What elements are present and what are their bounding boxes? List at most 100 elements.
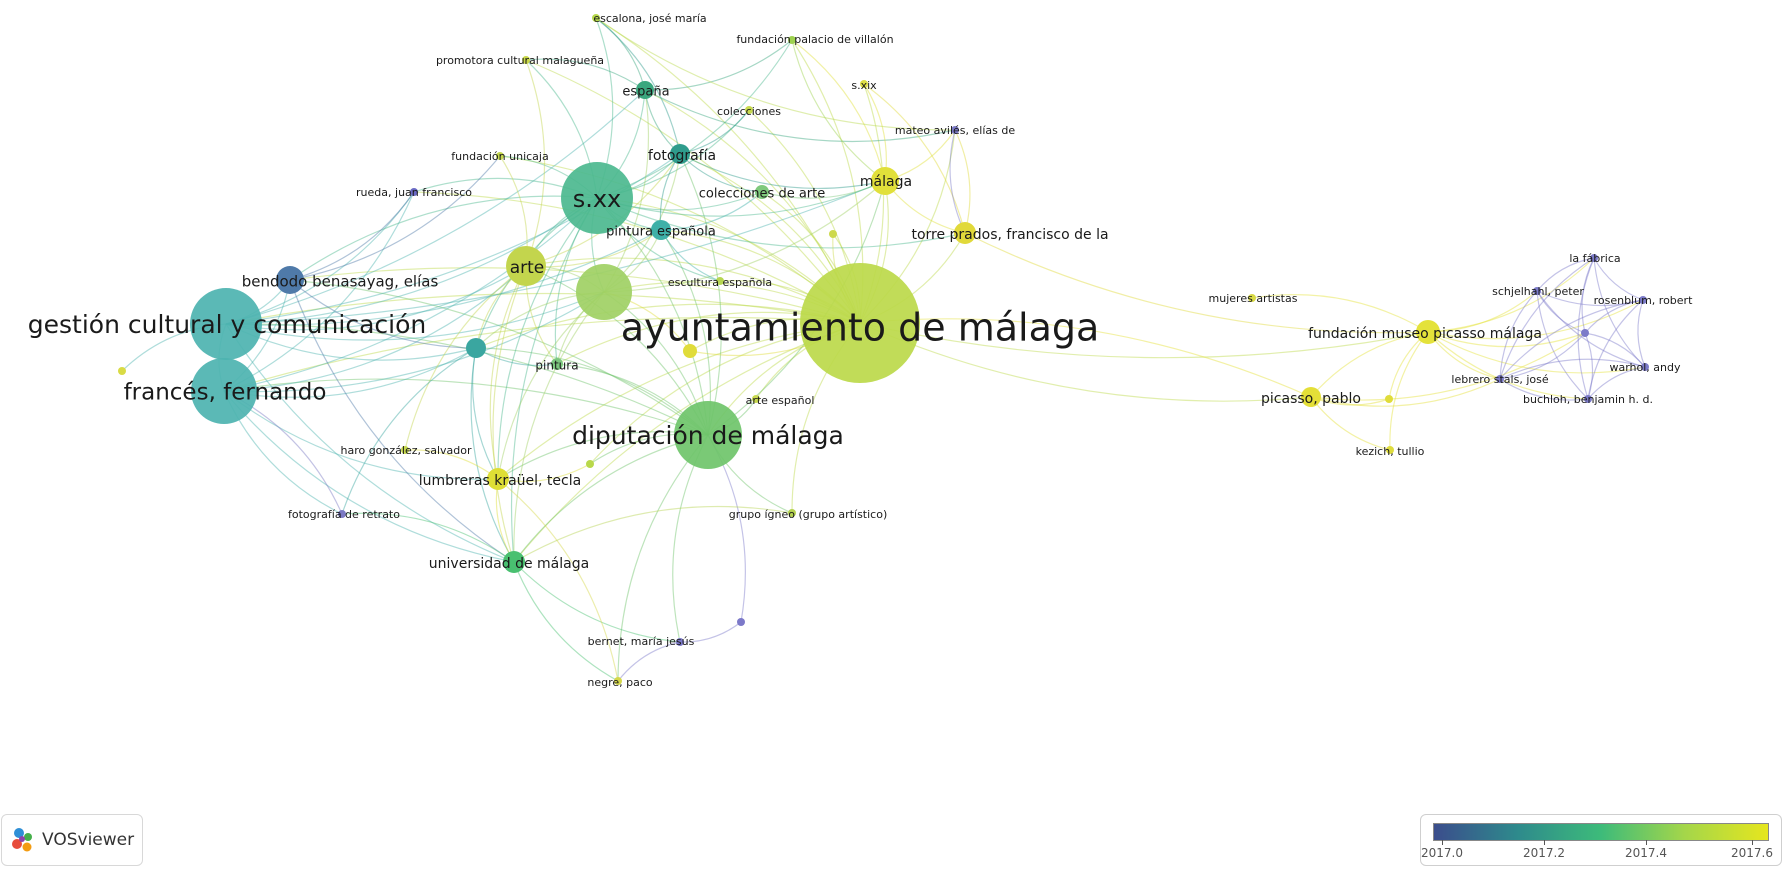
network-node[interactable] bbox=[522, 56, 530, 64]
node-label[interactable]: kezich, tullio bbox=[1356, 445, 1425, 458]
node-label[interactable]: rueda, juan francisco bbox=[356, 186, 472, 199]
network-link bbox=[223, 390, 515, 563]
node-label[interactable]: arte bbox=[510, 258, 545, 278]
network-node[interactable] bbox=[1590, 254, 1598, 262]
network-node[interactable] bbox=[410, 188, 418, 196]
network-node[interactable] bbox=[951, 126, 959, 134]
node-label[interactable]: fundación palacio de villalón bbox=[736, 33, 893, 46]
node-label[interactable]: promotora cultural malagueña bbox=[436, 54, 604, 67]
node-label[interactable]: torre prados, francisco de la bbox=[911, 227, 1108, 243]
network-node[interactable] bbox=[576, 264, 632, 320]
network-node[interactable] bbox=[586, 460, 594, 468]
node-label[interactable]: colecciones de arte bbox=[699, 187, 826, 202]
node-label[interactable]: ayuntamiento de málaga bbox=[621, 306, 1100, 350]
network-node[interactable] bbox=[755, 185, 769, 199]
network-node[interactable] bbox=[1639, 296, 1647, 304]
network-node[interactable] bbox=[1386, 446, 1394, 454]
network-node[interactable] bbox=[1416, 320, 1440, 344]
network-node[interactable] bbox=[338, 510, 346, 518]
node-label[interactable]: arte español bbox=[746, 394, 815, 407]
node-label[interactable]: diputación de málaga bbox=[572, 421, 844, 450]
node-label[interactable]: schjelhahl, peter bbox=[1492, 285, 1584, 298]
network-node[interactable] bbox=[676, 638, 684, 646]
network-link bbox=[1427, 331, 1586, 348]
network-node[interactable] bbox=[496, 152, 504, 160]
network-node[interactable] bbox=[670, 144, 690, 164]
node-label[interactable]: málaga bbox=[860, 174, 912, 190]
network-node[interactable] bbox=[674, 401, 742, 469]
network-node[interactable] bbox=[503, 551, 525, 573]
network-node[interactable] bbox=[190, 288, 262, 360]
node-label[interactable]: universidad de málaga bbox=[429, 556, 589, 572]
node-label[interactable]: s.xx bbox=[573, 185, 622, 213]
node-label[interactable]: escalona, josé maría bbox=[593, 12, 706, 25]
network-link bbox=[1584, 299, 1644, 334]
network-link bbox=[223, 347, 477, 398]
node-label[interactable]: gestión cultural y comunicación bbox=[28, 310, 426, 339]
network-node[interactable] bbox=[118, 367, 126, 375]
network-node[interactable] bbox=[651, 220, 671, 240]
network-node[interactable] bbox=[737, 618, 745, 626]
network-link bbox=[1584, 332, 1646, 368]
node-label[interactable]: lebrero stals, josé bbox=[1451, 373, 1548, 386]
network-node[interactable] bbox=[401, 446, 409, 454]
node-label[interactable]: negre, paco bbox=[587, 676, 653, 689]
node-label[interactable]: buchloh, benjamin h. d. bbox=[1523, 393, 1653, 406]
network-node[interactable] bbox=[1641, 363, 1649, 371]
network-node[interactable] bbox=[1584, 395, 1592, 403]
node-label[interactable]: colecciones bbox=[717, 105, 781, 118]
network-node[interactable] bbox=[954, 222, 976, 244]
node-label[interactable]: la fábrica bbox=[1569, 252, 1620, 265]
network-node[interactable] bbox=[829, 230, 837, 238]
node-label[interactable]: haro gonzález, salvador bbox=[340, 444, 472, 457]
network-node[interactable] bbox=[614, 677, 622, 685]
node-label[interactable]: s.xix bbox=[851, 79, 877, 92]
network-node[interactable] bbox=[1533, 287, 1541, 295]
node-label[interactable]: bernet, maría jesús bbox=[588, 635, 695, 648]
network-node[interactable] bbox=[752, 395, 760, 403]
node-label[interactable]: rosenblum, robert bbox=[1594, 294, 1693, 307]
network-node[interactable] bbox=[683, 344, 697, 358]
network-node[interactable] bbox=[800, 263, 920, 383]
network-node[interactable] bbox=[191, 358, 257, 424]
network-node[interactable] bbox=[716, 277, 724, 285]
network-link bbox=[1251, 294, 1429, 333]
network-node[interactable] bbox=[1496, 375, 1504, 383]
node-label[interactable]: lumbreras kraüel, tecla bbox=[419, 473, 581, 489]
network-node[interactable] bbox=[860, 80, 868, 88]
network-node[interactable] bbox=[551, 358, 563, 370]
node-label[interactable]: grupo ígneo (grupo artístico) bbox=[729, 508, 887, 521]
network-node[interactable] bbox=[506, 246, 546, 286]
network-node[interactable] bbox=[487, 468, 509, 490]
network-node[interactable] bbox=[788, 509, 796, 517]
node-label[interactable]: fundación unicaja bbox=[451, 150, 548, 163]
node-label[interactable]: mateo avilés, elías de bbox=[895, 124, 1015, 137]
network-node[interactable] bbox=[1301, 387, 1321, 407]
node-label[interactable]: españa bbox=[622, 85, 669, 100]
network-node[interactable] bbox=[592, 14, 600, 22]
node-label[interactable]: bendodo benasayag, elías bbox=[242, 273, 439, 291]
node-label[interactable]: fotografía bbox=[648, 148, 716, 164]
node-label[interactable]: warhol, andy bbox=[1609, 361, 1681, 374]
network-node[interactable] bbox=[1248, 294, 1256, 302]
network-node[interactable] bbox=[636, 81, 654, 99]
node-label[interactable]: fundación museo picasso málaga bbox=[1308, 326, 1542, 342]
node-label[interactable]: escultura española bbox=[668, 276, 772, 289]
node-label[interactable]: fotografía de retrato bbox=[288, 508, 400, 521]
network-node[interactable] bbox=[1581, 329, 1589, 337]
vosviewer-logo[interactable]: VOSviewer bbox=[1, 814, 143, 866]
network-node[interactable] bbox=[745, 106, 753, 114]
node-label[interactable]: pintura bbox=[535, 359, 578, 373]
network-link bbox=[513, 505, 793, 563]
network-link bbox=[617, 434, 709, 682]
network-node[interactable] bbox=[1385, 395, 1393, 403]
node-label[interactable]: picasso, pablo bbox=[1261, 391, 1361, 407]
network-node[interactable] bbox=[871, 167, 899, 195]
network-node[interactable] bbox=[561, 162, 633, 234]
node-label[interactable]: francés, fernando bbox=[124, 380, 327, 406]
node-label[interactable]: pintura española bbox=[606, 225, 716, 240]
network-node[interactable] bbox=[466, 338, 486, 358]
network-node[interactable] bbox=[788, 36, 796, 44]
node-label[interactable]: mujeres artistas bbox=[1209, 292, 1298, 305]
network-node[interactable] bbox=[276, 266, 304, 294]
